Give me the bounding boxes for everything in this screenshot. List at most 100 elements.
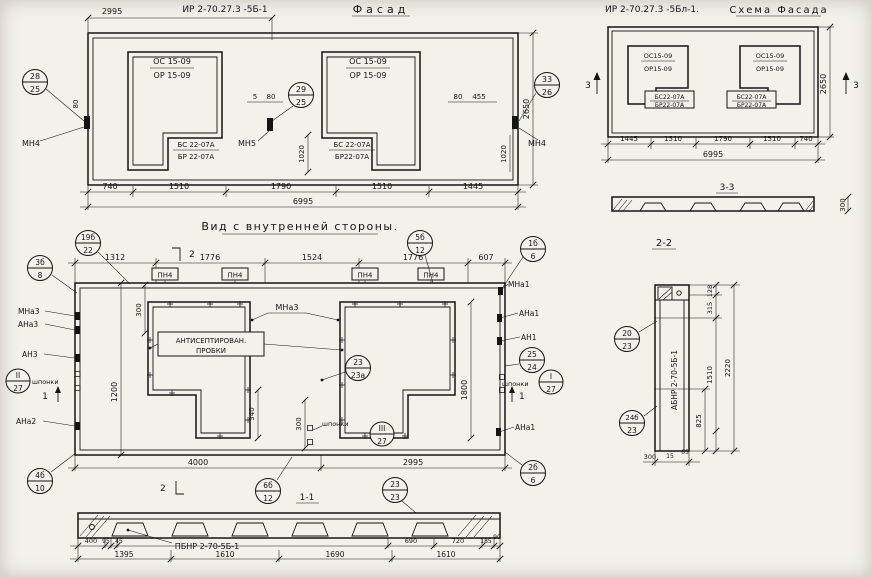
section-title: 1-1: [300, 493, 315, 503]
dim-label: 1610: [215, 550, 234, 559]
detail-callout: 6б 12: [255, 478, 281, 504]
callout-number: 2б: [528, 463, 538, 472]
inner-view-title: Вид с внутренней стороны.: [201, 220, 398, 233]
callout-number: 24: [527, 363, 537, 372]
dim-label: 1510: [372, 182, 392, 191]
dim-label: 2650: [819, 74, 828, 94]
dim-label: 1800: [460, 380, 469, 400]
detail-callout: 5б 12: [407, 230, 433, 256]
anchor-label: АН3: [22, 350, 38, 359]
dim-label: 1790: [714, 135, 732, 143]
anchor-label: АНа1: [519, 309, 539, 318]
block-mark: БР22-07А: [335, 153, 369, 161]
dim-label: 1690: [325, 550, 344, 559]
callout-number: 25: [296, 98, 306, 107]
detail-callout: 4б 10: [27, 468, 53, 494]
scheme-code: ИР 2-70.27.3 -5Бл-1.: [605, 5, 699, 15]
block-mark: БС22-07А: [655, 94, 686, 101]
window-mark: ОР 15-09: [350, 71, 387, 80]
callout-number: 23: [390, 493, 400, 502]
block-mark: БР22-07А: [655, 102, 685, 109]
detail-callout: 20 23: [614, 326, 640, 352]
joint-mark: ПН4: [228, 272, 244, 280]
anchor-label: МНа1: [508, 280, 530, 289]
detail-callout: I 27: [538, 369, 564, 395]
dim-label: 65: [681, 449, 689, 456]
callout-number: 28: [30, 72, 40, 81]
detail-callout: 24б 23: [619, 410, 645, 436]
detail-callout: 23 23а: [345, 355, 371, 381]
detail-callout: 2б 6: [520, 460, 546, 486]
inner-linework: [42, 233, 524, 504]
block-mark: БС 22-07А: [333, 141, 370, 149]
dim-label: 1524: [302, 253, 322, 262]
detail-callout: 23 23: [382, 477, 408, 503]
window-mark: ОР 15-09: [154, 71, 191, 80]
dim-label: 185: [480, 538, 492, 545]
facade-linework: [39, 14, 539, 211]
keys-label: шпонки: [502, 380, 529, 388]
dim-label: 740: [799, 135, 812, 143]
inner-side-view: Вид с внутренней стороны. 1312 1776 1524…: [5, 220, 564, 504]
section-marker: 2: [160, 484, 166, 494]
section-1-1: 23 23 ПБНР 2-70-5Б-1 400 95 45 690 720 1…: [70, 477, 504, 563]
panel-mark: ПБНР 2-70-5Б-1: [175, 542, 239, 551]
callout-number: 12: [415, 246, 425, 255]
dim-label: 740: [102, 182, 117, 191]
callout-number: 6б: [263, 481, 273, 490]
dim-label: 1445: [463, 182, 483, 191]
callout-number: 25: [30, 85, 40, 94]
callout-number: I: [550, 372, 552, 381]
dim-label: 1776: [403, 253, 423, 262]
callout-number: 8: [38, 271, 43, 280]
dim-label: 1020: [500, 145, 508, 163]
section-2-2: 2-2 20 23 24б 23 АБНР 2-70-5Б-1 128 315 …: [614, 238, 740, 466]
dim-label: 300: [644, 453, 656, 461]
dim-label: 6995: [293, 197, 313, 206]
callout-number: 6: [531, 476, 536, 485]
facade-code: ИР 2-70.27.3 -5Б-1: [182, 5, 267, 15]
dim-label: 1510: [763, 135, 781, 143]
callout-number: 23: [622, 342, 632, 351]
dim-label: 80: [267, 93, 276, 101]
dim-label: 1395: [114, 550, 133, 559]
callout-number: 27: [546, 385, 556, 394]
callout-number: III: [379, 424, 386, 433]
callout-number: 5б: [415, 233, 425, 242]
anchor-label: АНа2: [16, 417, 36, 426]
callout-number: 4б: [35, 471, 45, 480]
dim-label: 607: [478, 253, 493, 262]
section-marker: 1: [42, 392, 48, 402]
dim-label: 825: [695, 414, 703, 427]
scheme-linework: [593, 15, 852, 215]
callout-number: 1б: [528, 239, 538, 248]
window-mark: ОС15-09: [644, 52, 673, 60]
dim-label: 1776: [200, 253, 220, 262]
sec22-linework: [638, 248, 740, 466]
dim-label: 2995: [102, 7, 122, 16]
callout-number: 12: [263, 494, 273, 503]
dim-label: 1510: [706, 366, 714, 384]
dim-label: 300: [295, 417, 303, 430]
detail-callout: 3б 8: [27, 255, 53, 281]
block-mark: БС 22-07А: [177, 141, 214, 149]
dim-label: 300: [839, 198, 847, 211]
dim-label: 1312: [105, 253, 125, 262]
dim-label: 1790: [271, 182, 291, 191]
window-mark: ОС15-09: [756, 52, 785, 60]
dim-label: 340: [248, 407, 256, 420]
detail-callout: 28 25: [22, 69, 48, 95]
detail-callout: 29 25: [288, 82, 314, 108]
panel-mark: АБНР 2-70-5Б-1: [670, 350, 679, 410]
window-mark: ОС 15-09: [349, 57, 387, 66]
dim-label: 1510: [664, 135, 682, 143]
section-marker: 2: [189, 250, 195, 260]
section-marker: 1: [519, 392, 525, 402]
dim-label: 1020: [298, 145, 306, 163]
dim-label: 2650: [522, 99, 531, 119]
dim-label: 15: [666, 453, 674, 460]
callout-number: 23а: [351, 371, 365, 380]
anchor-label: АНа1: [515, 423, 535, 432]
dim-label: 315: [706, 302, 714, 314]
